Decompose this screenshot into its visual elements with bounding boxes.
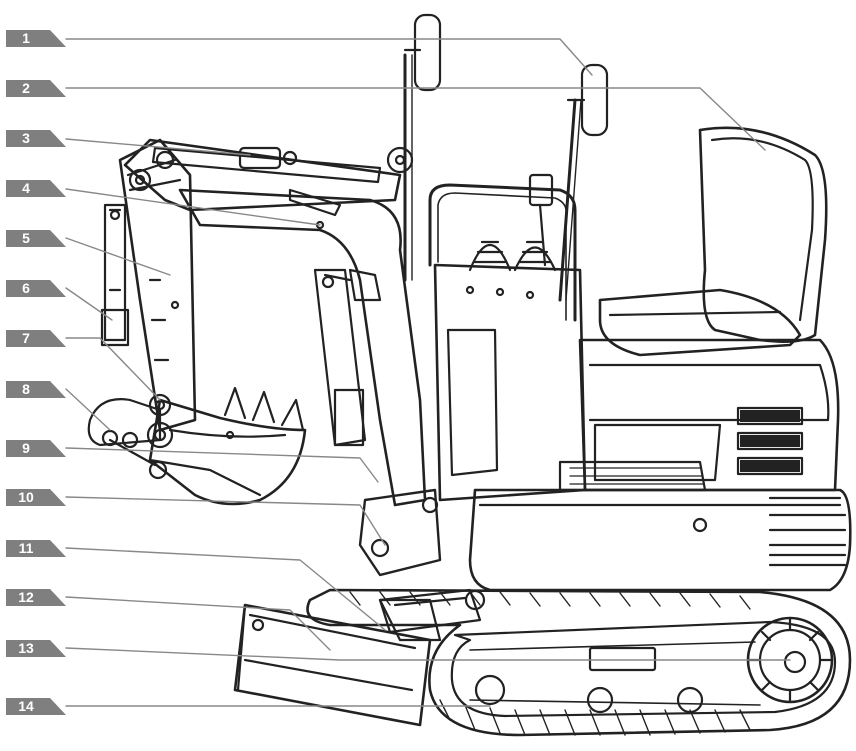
callout-number: 8 [22, 381, 30, 397]
leader-lines [65, 38, 791, 707]
leader-line-11 [65, 547, 386, 631]
operator-seat [598, 126, 828, 357]
callout-tag-5: 5 [6, 230, 66, 247]
callout-tag-12: 12 [6, 589, 66, 606]
leader-line-7 [65, 337, 161, 401]
callout-tag-shape [6, 640, 66, 657]
leader-line-12 [65, 596, 331, 651]
callout-number: 3 [22, 130, 30, 146]
callout-number: 11 [18, 540, 34, 556]
callout-number: 9 [22, 440, 30, 456]
callout-tag-shape [6, 381, 66, 398]
leader-line-5 [65, 237, 171, 276]
callout-tag-shape [6, 589, 66, 606]
rops-frame [403, 13, 609, 302]
leader-line-6 [65, 287, 113, 321]
callout-tag-13: 13 [6, 640, 66, 657]
hydraulic-cylinders [100, 146, 382, 447]
callout-tag-shape [6, 30, 66, 47]
leader-line-1 [65, 38, 593, 76]
leader-line-10 [65, 496, 386, 546]
callout-tag-8: 8 [6, 381, 66, 398]
callout-tag-4: 4 [6, 180, 66, 197]
callout-number: 13 [18, 640, 34, 656]
callout-tag-shape [6, 540, 66, 557]
callout-tag-shape [6, 80, 66, 97]
control-console [428, 173, 587, 502]
callout-tag-shape [6, 130, 66, 147]
leader-line-13 [65, 647, 791, 661]
bucket [87, 386, 307, 506]
callout-number: 6 [22, 280, 30, 296]
callout-tag-9: 9 [6, 440, 66, 457]
callout-number: 7 [22, 330, 30, 346]
callout-tag-2: 2 [6, 80, 66, 97]
callout-tag-shape [6, 489, 66, 506]
callout-number: 14 [18, 698, 34, 714]
callout-tag-6: 6 [6, 280, 66, 297]
callout-tag-shape [6, 698, 66, 715]
boom [123, 138, 427, 507]
callout-number: 5 [22, 230, 30, 246]
swing-bracket [358, 488, 486, 634]
leader-line-3 [65, 138, 251, 156]
callout-tag-shape [6, 330, 66, 347]
leader-line-4 [65, 188, 321, 226]
callout-number: 12 [18, 589, 34, 605]
machine-body [468, 338, 852, 592]
callout-tag-shape [6, 440, 66, 457]
callout-number: 4 [22, 180, 30, 196]
callout-tag-14: 14 [6, 698, 66, 715]
dipper-arm [118, 138, 197, 432]
leader-line-2 [65, 87, 766, 151]
leader-line-8 [65, 388, 111, 431]
callout-tag-11: 11 [6, 540, 66, 557]
callout-tag-10: 10 [6, 489, 66, 506]
callout-number: 10 [18, 489, 34, 505]
crawler-track [306, 588, 852, 737]
dozer-blade [233, 598, 442, 727]
callout-tag-shape [6, 180, 66, 197]
callout-tag-3: 3 [6, 130, 66, 147]
callout-tag-7: 7 [6, 330, 66, 347]
callout-tag-shape [6, 230, 66, 247]
leader-line-9 [65, 447, 379, 483]
callout-tag-1: 1 [6, 30, 66, 47]
callout-number: 1 [22, 30, 30, 46]
callout-number: 2 [22, 80, 30, 96]
callout-tag-shape [6, 280, 66, 297]
